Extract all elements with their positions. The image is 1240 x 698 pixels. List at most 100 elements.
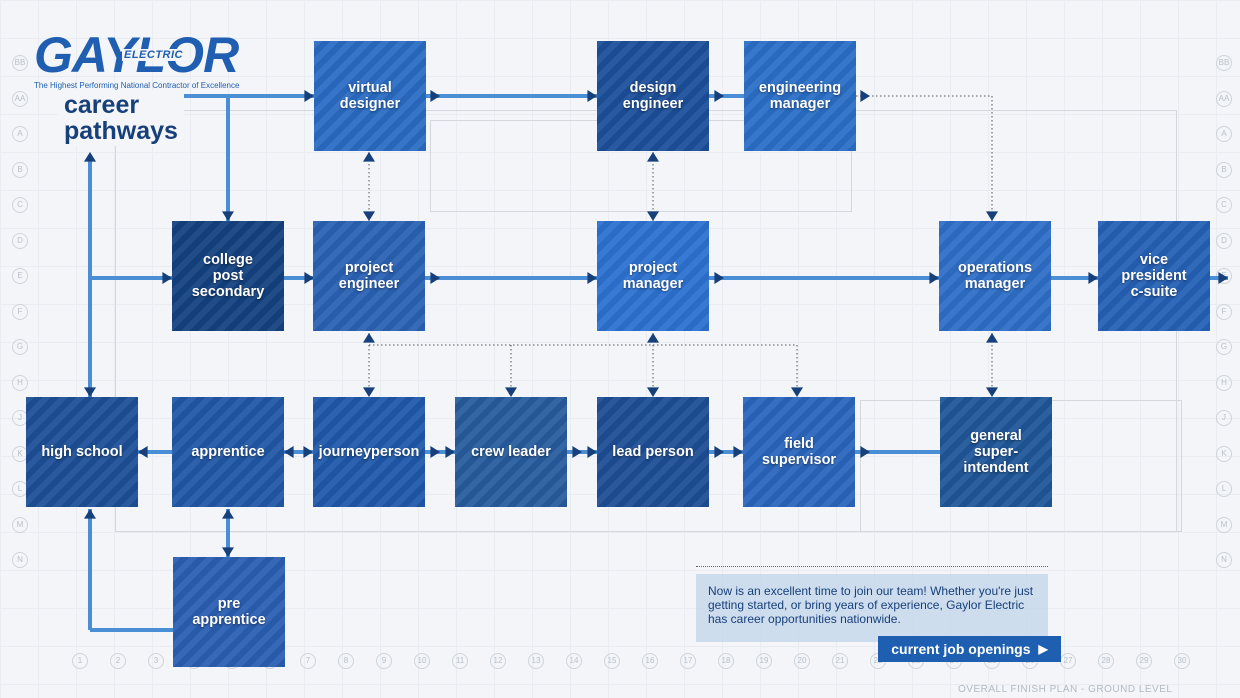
career-node-label: engineering manager [758, 80, 842, 112]
node-photo-texture [597, 221, 709, 331]
career-node-lead-person[interactable]: lead person [597, 397, 709, 507]
connector-arrowhead [363, 152, 375, 162]
career-node-label: project engineer [338, 260, 400, 292]
node-photo-texture [314, 41, 426, 151]
row-letter-bubble: BB [1216, 55, 1232, 71]
row-letter-bubble: D [12, 232, 28, 249]
connector-arrowhead [647, 387, 659, 397]
connector-arrowhead [505, 387, 517, 397]
career-node-label: journeyperson [318, 444, 420, 460]
column-number-bubble: 20 [794, 653, 810, 669]
info-divider [696, 566, 1048, 567]
connector-arrowhead [647, 333, 659, 343]
node-photo-texture [597, 397, 709, 507]
connector-arrowhead [587, 90, 597, 102]
row-letter-bubble: G [12, 339, 28, 355]
row-letter-bubble: H [12, 374, 28, 391]
career-node-label: field supervisor [761, 436, 837, 468]
career-node-engineering-manager[interactable]: engineering manager [744, 41, 856, 151]
career-node-high-school[interactable]: high school [26, 397, 138, 507]
career-node-field-supervisor[interactable]: field supervisor [743, 397, 855, 507]
connector-arrowhead [587, 446, 597, 458]
column-number-bubble: 16 [642, 653, 658, 669]
column-number-bubble: 8 [338, 653, 354, 669]
career-node-design-engineer[interactable]: design engineer [597, 41, 709, 151]
row-letter-bubble: B [12, 161, 28, 178]
career-node-label: college post secondary [191, 252, 265, 300]
connector-arrowhead [430, 446, 440, 458]
career-node-vice-president[interactable]: vice president c-suite [1098, 221, 1210, 331]
node-photo-texture [597, 41, 709, 151]
logo-sub-wordmark: ELECTRIC [122, 49, 185, 61]
connector-arrowhead [138, 446, 148, 458]
node-photo-texture [939, 221, 1051, 331]
connector-arrowhead [162, 272, 172, 284]
connector-arrowhead [363, 387, 375, 397]
career-node-label: design engineer [622, 80, 684, 112]
connector-arrowhead [714, 90, 724, 102]
connector-arrowhead [304, 90, 314, 102]
career-node-project-manager[interactable]: project manager [597, 221, 709, 331]
connector-arrowhead [222, 509, 234, 519]
row-letter-bubble: E [12, 268, 28, 284]
row-letter-bubble: A [1216, 126, 1232, 142]
connector-arrowhead [986, 211, 998, 221]
career-node-journeyperson[interactable]: journeyperson [313, 397, 425, 507]
row-letter-bubble: D [1216, 232, 1232, 249]
node-photo-texture [455, 397, 567, 507]
node-photo-texture [172, 221, 284, 331]
career-node-crew-leader[interactable]: crew leader [455, 397, 567, 507]
column-number-bubble: 21 [832, 653, 848, 669]
column-number-bubble: 10 [414, 653, 430, 669]
connector-arrowhead [647, 152, 659, 162]
career-node-label: virtual designer [339, 80, 401, 112]
row-letter-bubble: K [1216, 445, 1232, 462]
connector-arrowhead [222, 547, 234, 557]
row-letter-bubble: AA [1216, 90, 1232, 107]
plan-label: OVERALL FINISH PLAN - GROUND LEVEL [958, 684, 1173, 695]
connector-arrowhead [860, 446, 870, 458]
column-number-bubble: 18 [718, 653, 734, 669]
node-photo-texture [172, 397, 284, 507]
career-node-label: pre apprentice [192, 596, 266, 628]
career-node-project-engineer[interactable]: project engineer [313, 221, 425, 331]
row-letter-bubble: J [1216, 410, 1232, 426]
column-number-bubble: 11 [452, 653, 468, 669]
career-node-label: apprentice [191, 444, 265, 460]
connector-arrowhead [84, 509, 96, 519]
column-number-bubble: 30 [1174, 653, 1190, 669]
row-letter-bubble: A [12, 126, 28, 142]
career-node-virtual-designer[interactable]: virtual designer [314, 41, 426, 151]
connector-arrowhead [791, 387, 803, 397]
row-letter-bubble: BB [12, 55, 28, 71]
connector-arrowhead [1088, 272, 1098, 284]
current-job-openings-button[interactable]: current job openings ▶ [878, 636, 1061, 662]
career-node-college-post-secondary[interactable]: college post secondary [172, 221, 284, 331]
connector-arrowhead [587, 272, 597, 284]
career-node-general-superintendent[interactable]: general super- intendent [940, 397, 1052, 507]
cta-label: current job openings [891, 641, 1031, 657]
connector-arrowhead [860, 90, 870, 102]
career-node-pre-apprentice[interactable]: pre apprentice [173, 557, 285, 667]
career-node-label: operations manager [957, 260, 1033, 292]
column-number-bubble: 1 [72, 653, 88, 669]
connector-arrowhead [1218, 272, 1228, 284]
column-number-bubble: 28 [1098, 653, 1114, 669]
connector-arrowhead [84, 387, 96, 397]
row-letter-bubble: N [1216, 552, 1232, 568]
career-node-operations-manager[interactable]: operations manager [939, 221, 1051, 331]
node-photo-texture [313, 397, 425, 507]
node-photo-texture [26, 397, 138, 507]
connector-arrowhead [986, 387, 998, 397]
node-photo-texture [173, 557, 285, 667]
connector-arrowhead [303, 446, 313, 458]
node-photo-texture [743, 397, 855, 507]
gaylor-logo: GAYLOR ELECTRIC The Highest Performing N… [34, 30, 284, 90]
node-photo-texture [940, 397, 1052, 507]
connector-arrowhead [714, 272, 724, 284]
career-node-apprentice[interactable]: apprentice [172, 397, 284, 507]
row-letter-bubble: L [1216, 481, 1232, 497]
career-node-label: vice president c-suite [1121, 252, 1187, 300]
